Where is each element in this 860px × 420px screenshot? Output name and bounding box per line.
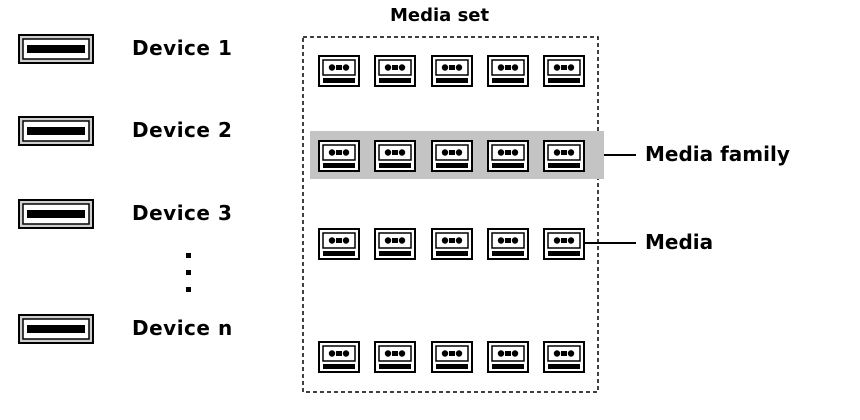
media-label: Media	[645, 230, 714, 254]
tape-drive-icon	[18, 199, 94, 229]
device-label: Device 2	[132, 118, 233, 142]
ellipsis-dot	[186, 287, 191, 292]
tape-cartridge-icon	[543, 55, 585, 87]
media-set-border	[302, 36, 599, 393]
tape-cartridge-icon	[318, 228, 360, 260]
tape-cartridge-icon	[543, 140, 585, 172]
tape-drive-icon	[18, 116, 94, 146]
ellipsis-dot	[186, 270, 191, 275]
media-family-label: Media family	[645, 142, 790, 166]
tape-cartridge-icon	[318, 55, 360, 87]
tape-cartridge-icon	[374, 228, 416, 260]
tape-cartridge-icon	[374, 140, 416, 172]
tape-cartridge-icon	[374, 55, 416, 87]
tape-cartridge-icon	[487, 228, 529, 260]
media-set-title: Media set	[390, 5, 490, 26]
tape-cartridge-icon	[487, 55, 529, 87]
tape-cartridge-icon	[431, 55, 473, 87]
tape-cartridge-icon	[487, 341, 529, 373]
tape-cartridge-icon	[318, 140, 360, 172]
tape-cartridge-icon	[543, 341, 585, 373]
tape-drive-icon	[18, 34, 94, 64]
device-label: Device 3	[132, 201, 233, 225]
tape-cartridge-icon	[318, 341, 360, 373]
tape-cartridge-icon	[487, 140, 529, 172]
ellipsis-dot	[186, 253, 191, 258]
tape-drive-icon	[18, 314, 94, 344]
device-label: Device n	[132, 316, 233, 340]
tape-cartridge-icon	[543, 228, 585, 260]
device-label: Device 1	[132, 36, 233, 60]
tape-cartridge-icon	[431, 228, 473, 260]
tape-cartridge-icon	[431, 341, 473, 373]
tape-cartridge-icon	[374, 341, 416, 373]
tape-cartridge-icon	[431, 140, 473, 172]
